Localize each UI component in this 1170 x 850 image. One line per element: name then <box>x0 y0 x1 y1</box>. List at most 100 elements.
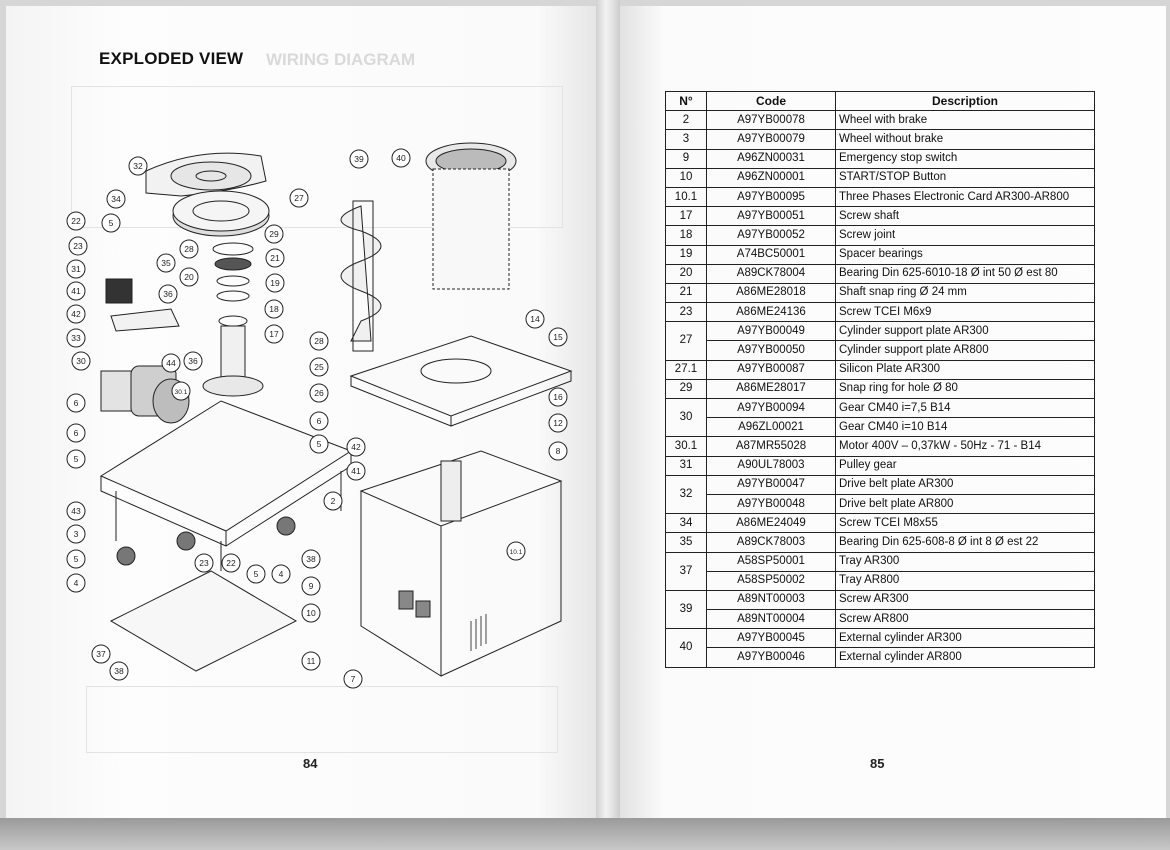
part-code: A58SP50002 <box>706 570 836 591</box>
part-description: Three Phases Electronic Card AR300-AR800 <box>835 186 1095 208</box>
callout-label: 16 <box>553 392 563 402</box>
callout-label: 30.1 <box>175 389 188 396</box>
part-code: A86ME28018 <box>706 282 836 304</box>
callout-label: 32 <box>133 161 143 171</box>
callout-label: 11 <box>307 656 316 666</box>
part-code: A97YB00047 <box>706 474 836 495</box>
callout-label: 10.1 <box>510 549 523 556</box>
callout-label: 7 <box>351 674 356 684</box>
callout-label: 21 <box>270 253 280 263</box>
part-description: Screw TCEI M8x55 <box>835 513 1095 534</box>
part-description: Screw joint <box>835 225 1095 246</box>
part-number: 32 <box>665 474 707 515</box>
part-description: Emergency stop switch <box>835 148 1095 169</box>
page-number: 85 <box>870 756 885 771</box>
callout-label: 2 <box>331 496 336 506</box>
part-description: START/STOP Button <box>835 167 1095 188</box>
part-code: A86ME24136 <box>706 302 836 323</box>
callout-label: 9 <box>309 581 314 591</box>
part-number: 29 <box>665 378 707 400</box>
part-code: A97YB00050 <box>706 340 836 361</box>
part-number: 23 <box>665 302 707 323</box>
callout-label: 35 <box>161 258 171 268</box>
column-header: N° <box>665 90 707 112</box>
part-description: Pulley gear <box>835 455 1095 476</box>
part-code: A97YB00052 <box>706 225 836 246</box>
part-code: A97YB00087 <box>706 359 836 380</box>
callout-label: 6 <box>74 398 79 408</box>
callout-label: 38 <box>114 666 124 676</box>
callout-label: 10 <box>306 608 316 618</box>
callouts: 32 39 40 34 27 5 29 22 28 35 21 23 20 19… <box>66 148 568 689</box>
callout-label: 40 <box>396 153 406 163</box>
part-number: 2 <box>665 110 707 131</box>
part-code: A97YB00078 <box>706 110 836 131</box>
callout-label: 22 <box>71 216 81 226</box>
part-number: 40 <box>665 628 707 668</box>
callout-label: 43 <box>71 506 81 516</box>
part-description: Screw TCEI M6x9 <box>835 302 1095 323</box>
part-description: External cylinder AR800 <box>835 647 1095 668</box>
part-code: A89NT00004 <box>706 609 836 630</box>
part-code: A97YB00046 <box>706 647 836 668</box>
callout-label: 5 <box>317 439 322 449</box>
callout-label: 37 <box>96 649 106 659</box>
part-description: Wheel without brake <box>835 129 1095 150</box>
part-number: 37 <box>665 551 707 591</box>
part-code: A97YB00079 <box>706 129 836 150</box>
column-header: Description <box>835 90 1095 112</box>
part-code: A96ZN00031 <box>706 148 836 169</box>
callout-label: 41 <box>71 286 81 296</box>
part-description: Motor 400V – 0,37kW - 50Hz - 71 - B14 <box>835 436 1095 457</box>
bleed-through-heading: WIRING DIAGRAM <box>266 50 416 69</box>
callout-label: 28 <box>184 244 194 254</box>
part-code: A97YB00045 <box>706 628 836 649</box>
part-number: 18 <box>665 225 707 246</box>
callout-label: 6 <box>74 428 79 438</box>
callout-label: 15 <box>553 332 563 342</box>
callout-label: 34 <box>111 194 121 204</box>
part-code: A97YB00049 <box>706 321 836 342</box>
part-description: External cylinder AR300 <box>835 628 1095 649</box>
part-code: A87MR55028 <box>706 436 836 457</box>
callout-label: 27 <box>294 193 304 203</box>
part-code: A97YB00094 <box>706 397 836 419</box>
callout-label: 31 <box>71 264 81 274</box>
callout-label: 38 <box>306 554 316 564</box>
callout-label: 22 <box>226 558 236 568</box>
callout-label: 26 <box>314 388 324 398</box>
callout-label: 12 <box>553 418 563 428</box>
part-description: Spacer bearings <box>835 244 1095 265</box>
part-description: Screw shaft <box>835 206 1095 227</box>
part-number: 27 <box>665 321 707 361</box>
callout-label: 5 <box>254 569 259 579</box>
book-gutter <box>596 0 620 850</box>
exploded-view-diagram: 32 39 40 34 27 5 29 22 28 35 21 23 20 19… <box>66 142 573 689</box>
callout-label: 42 <box>351 442 361 452</box>
part-number: 19 <box>665 244 707 265</box>
callout-label: 4 <box>279 569 284 579</box>
page-title: EXPLODED VIEW <box>99 49 244 68</box>
callout-label: 19 <box>270 278 280 288</box>
callout-label: 6 <box>317 416 322 426</box>
part-description: Shaft snap ring Ø 24 mm <box>835 282 1095 304</box>
part-number: 17 <box>665 206 707 227</box>
part-code: A89CK78003 <box>706 532 836 553</box>
